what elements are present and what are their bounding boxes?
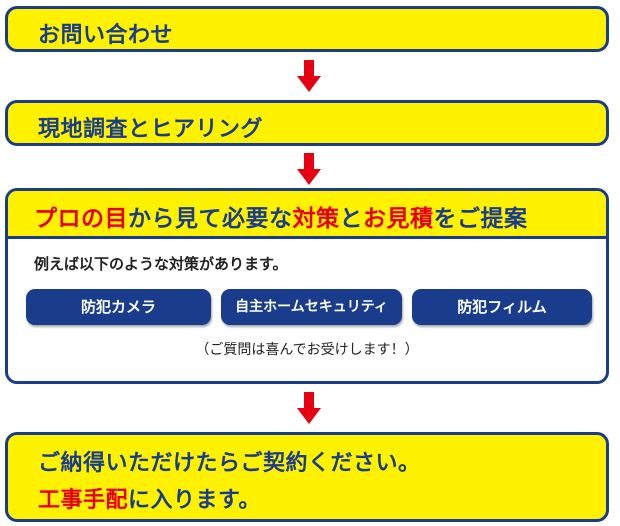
step-proposal-title: プロの目から見て必要な対策とお見積をご提案 xyxy=(34,199,528,233)
title-part-and: と xyxy=(339,206,363,232)
contract-line-2-rest: に入ります。 xyxy=(128,488,261,513)
down-arrow-icon xyxy=(297,392,321,426)
contract-arrange-label: 工事手配 xyxy=(38,488,129,513)
step-survey-label: 現地調査とヒアリング xyxy=(38,117,264,142)
down-arrow-icon xyxy=(297,60,321,94)
option-home-security: 自主ホームセキュリティ xyxy=(221,289,402,325)
step-inquiry: お問い合わせ xyxy=(5,6,609,52)
title-part-estimate: お見積 xyxy=(363,206,434,232)
option-security-film: 防犯フィルム xyxy=(412,289,592,325)
step-contract: ご納得いただけたらご契約ください。 工事手配に入ります。 xyxy=(5,432,609,522)
title-part-need: から見て必要な xyxy=(128,206,293,232)
step-proposal-panel: プロの目から見て必要な対策とお見積をご提案 例えば以下のような対策があります。 … xyxy=(5,188,609,384)
title-part-pro-eye: プロの目 xyxy=(34,206,128,232)
contract-line-1: ご納得いただけたらご契約ください。 xyxy=(38,451,421,476)
title-part-measures: 対策 xyxy=(292,206,340,232)
proposal-note: （ご質問は喜んでお受けします！） xyxy=(195,342,419,358)
option-security-camera: 防犯カメラ xyxy=(26,289,211,325)
proposal-intro: 例えば以下のような対策があります。 xyxy=(34,255,288,273)
step-proposal-header: プロの目から見て必要な対策とお見積をご提案 xyxy=(8,191,606,239)
title-part-propose: をご提案 xyxy=(433,206,528,232)
step-survey: 現地調査とヒアリング xyxy=(5,100,609,146)
down-arrow-icon xyxy=(297,153,321,187)
contract-line-2: 工事手配に入ります。 xyxy=(38,482,261,514)
step-inquiry-label: お問い合わせ xyxy=(38,23,174,48)
